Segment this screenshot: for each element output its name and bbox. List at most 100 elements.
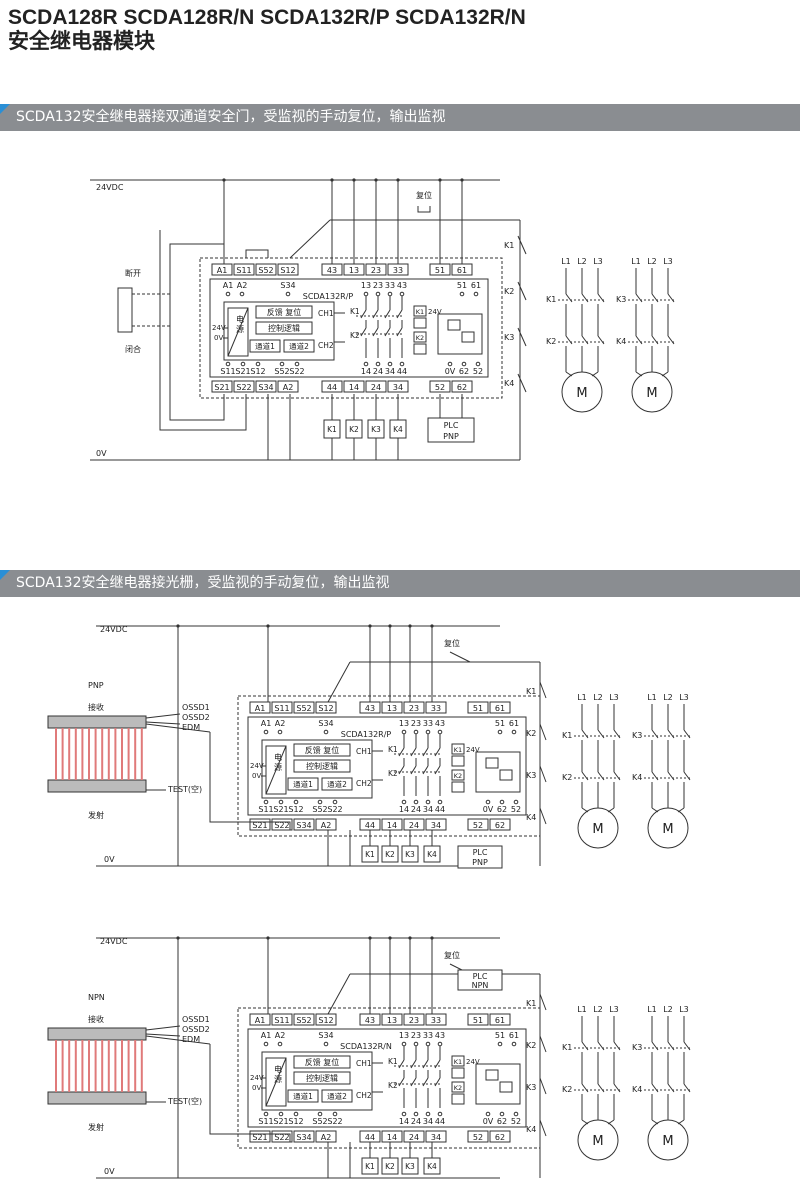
k2-label: K2: [350, 331, 360, 340]
wire: [539, 1077, 547, 1095]
wire: [597, 1041, 605, 1051]
terminal-bottom: [249, 1130, 271, 1143]
contactor-label: K2: [546, 337, 556, 346]
wire: [434, 1059, 441, 1069]
terminal-label: 44: [365, 1133, 375, 1142]
relay-coil: [361, 1157, 379, 1175]
pin: [485, 799, 491, 805]
relay-coil-label: K3: [405, 1162, 415, 1171]
terminal-label: 43: [365, 1016, 375, 1025]
terminal-top: [425, 1013, 447, 1026]
relay-coil: [381, 1157, 399, 1175]
contactor-label: K2: [562, 1085, 572, 1094]
relay-contact-label: K4: [526, 813, 536, 822]
pin: [437, 1041, 443, 1047]
junction-dot: [388, 624, 392, 628]
inner-terminal: 62: [497, 805, 507, 814]
inner-terminal: 14: [361, 367, 371, 376]
pin: [511, 729, 517, 735]
pin: [317, 1111, 323, 1117]
terminal-label: S12: [318, 1016, 333, 1025]
ch1-label: 通道1: [255, 341, 275, 351]
terminal-bottom: [425, 818, 447, 831]
k2-indicator-label: K2: [454, 772, 462, 780]
phase-label: L2: [663, 693, 673, 702]
pin: [413, 1041, 419, 1047]
motor: [647, 807, 689, 849]
terminal-bottom: [249, 818, 271, 831]
relay-contact-label: K1: [526, 999, 536, 1008]
wire: [410, 765, 417, 775]
wire: [581, 1083, 589, 1093]
door-switch: [117, 287, 133, 333]
wire: [410, 747, 417, 757]
phase-label: L2: [593, 693, 603, 702]
terminal-label: S21: [214, 383, 229, 392]
contactor-label: K4: [632, 773, 642, 782]
inner-terminal: S12: [288, 805, 303, 814]
pin: [263, 1111, 269, 1117]
inner-terminal: 23: [411, 1031, 421, 1040]
led: [451, 1093, 465, 1105]
terminal-label: 23: [409, 704, 419, 713]
terminal-label: 34: [431, 1133, 441, 1142]
k2-indicator: [451, 1081, 465, 1093]
receiver-bar: [47, 1027, 147, 1041]
reset-label: 复位: [416, 190, 432, 200]
terminal-top: [233, 263, 255, 276]
wire: [667, 771, 675, 781]
relay-coil-label: K2: [349, 425, 359, 434]
wire: [597, 293, 605, 303]
logic-box: [293, 1071, 351, 1085]
terminal-top: [277, 263, 299, 276]
inner-terminal: 23: [411, 719, 421, 728]
feedback-label: 反馈 复位: [267, 307, 302, 317]
k1-indicator: [451, 1055, 465, 1067]
pin: [437, 1111, 443, 1117]
wire: [539, 723, 547, 741]
pin: [263, 729, 269, 735]
wire: [169, 243, 225, 421]
inner-terminal: S34: [280, 281, 295, 290]
inner-terminal: S11: [258, 805, 273, 814]
terminal-top: [271, 701, 293, 714]
relay-coil-label: K2: [385, 850, 395, 859]
k2-indicator-label: K2: [454, 1084, 462, 1092]
wire: [683, 1083, 691, 1093]
pin: [277, 1041, 283, 1047]
test-label: TEST(空): [167, 784, 202, 794]
junction-dot: [430, 936, 434, 940]
plc-mode-label: PNP: [443, 432, 459, 441]
wire: [635, 335, 643, 345]
wire: [422, 1059, 429, 1069]
logic-box: [255, 321, 313, 335]
relay-contact-label: K3: [504, 333, 514, 342]
v24-label: 24V: [466, 1058, 480, 1066]
pin: [499, 1111, 505, 1117]
wire: [677, 1119, 685, 1125]
terminal-bottom: [271, 1130, 293, 1143]
ch2-label: 通道2: [327, 779, 347, 789]
pin: [277, 729, 283, 735]
terminal-top: [403, 701, 425, 714]
wire: [384, 327, 391, 337]
ossd2-label: OSSD2: [182, 713, 210, 722]
terminal-label: S52: [258, 266, 273, 275]
terminal-label: 24: [409, 1133, 419, 1142]
reset-label: 复位: [444, 950, 460, 960]
junction-dot: [176, 936, 180, 940]
terminal-bottom: [425, 1130, 447, 1143]
terminal-label: 51: [473, 1016, 483, 1025]
wire: [651, 293, 659, 303]
terminal-label: 33: [431, 1016, 441, 1025]
terminal-label: 52: [473, 1133, 483, 1142]
inner-terminal: S11: [258, 1117, 273, 1126]
pin: [387, 361, 393, 367]
power-label: 源: [236, 325, 244, 334]
pin: [332, 1111, 338, 1117]
feedback-box: [255, 305, 313, 319]
emitter-label: 发射: [88, 1122, 104, 1132]
junction-dot: [438, 178, 442, 182]
wire: [613, 771, 621, 781]
contactor-label: K3: [632, 731, 642, 740]
